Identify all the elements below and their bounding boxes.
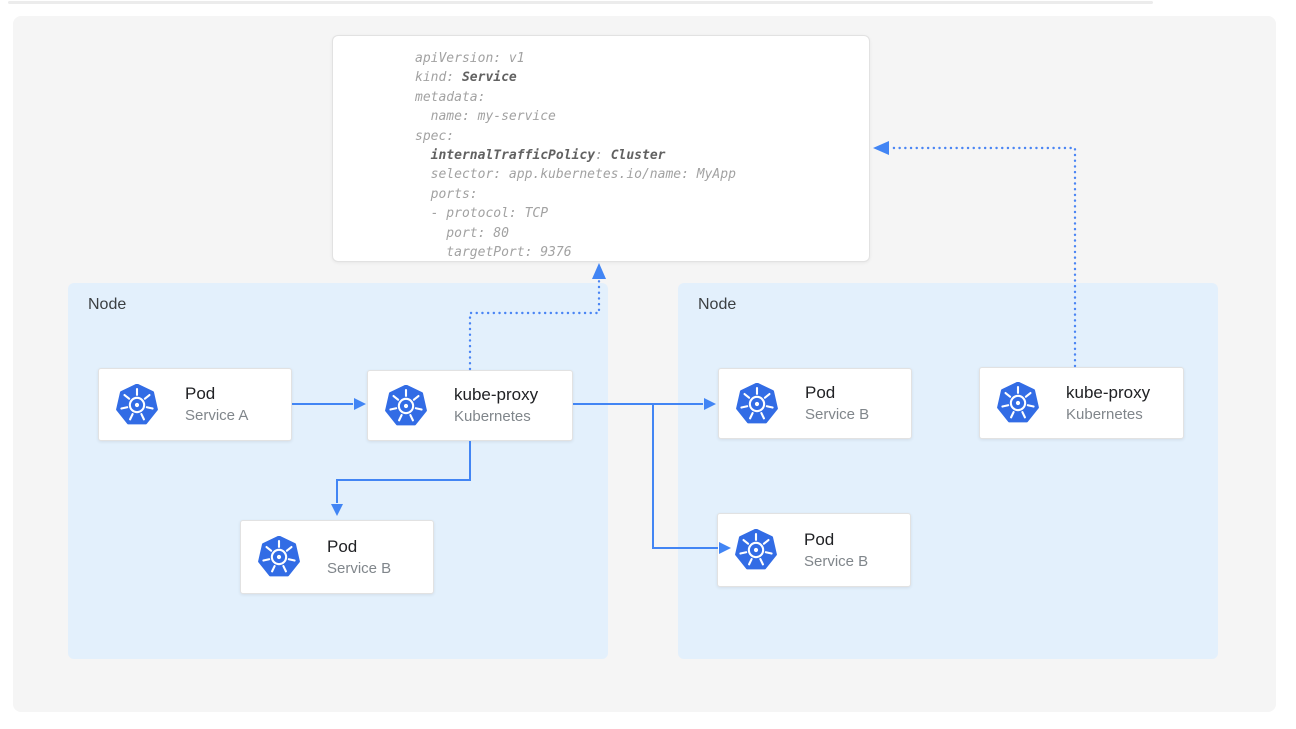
kubernetes-icon	[735, 529, 777, 571]
card-subtitle: Service A	[185, 407, 249, 424]
pod-service-b-card-left: Pod Service B	[240, 520, 434, 594]
card-title: kube-proxy	[1066, 382, 1151, 402]
pod-service-b-card-top: Pod Service B	[718, 368, 912, 439]
kubernetes-icon	[258, 536, 300, 578]
card-title: Pod	[327, 536, 358, 556]
kube-proxy-card-left: kube-proxy Kubernetes	[367, 370, 573, 441]
pod-service-a-card: Pod Service A	[98, 368, 292, 441]
kubernetes-icon	[736, 383, 778, 425]
card-title: Pod	[805, 383, 836, 402]
kube-proxy-card-right: kube-proxy Kubernetes	[979, 367, 1184, 439]
card-title: Pod	[804, 529, 835, 549]
node-label: Node	[698, 296, 737, 313]
card-subtitle: Service B	[327, 559, 392, 577]
card-title: kube-proxy	[454, 385, 539, 404]
kubernetes-icon	[385, 385, 427, 427]
card-subtitle: Service B	[804, 552, 869, 570]
card-subtitle: Kubernetes	[454, 408, 531, 425]
node-box-right: Node	[678, 283, 1218, 659]
node-label: Node	[88, 296, 127, 313]
pod-service-b-card-bottom: Pod Service B	[717, 513, 911, 587]
kubernetes-icon	[997, 382, 1039, 424]
top-divider	[8, 1, 1153, 4]
node-box-left: Node	[68, 283, 608, 659]
card-subtitle: Kubernetes	[1066, 405, 1143, 423]
card-subtitle: Service B	[805, 406, 870, 423]
kubernetes-icon	[116, 384, 158, 426]
card-title: Pod	[185, 384, 216, 403]
